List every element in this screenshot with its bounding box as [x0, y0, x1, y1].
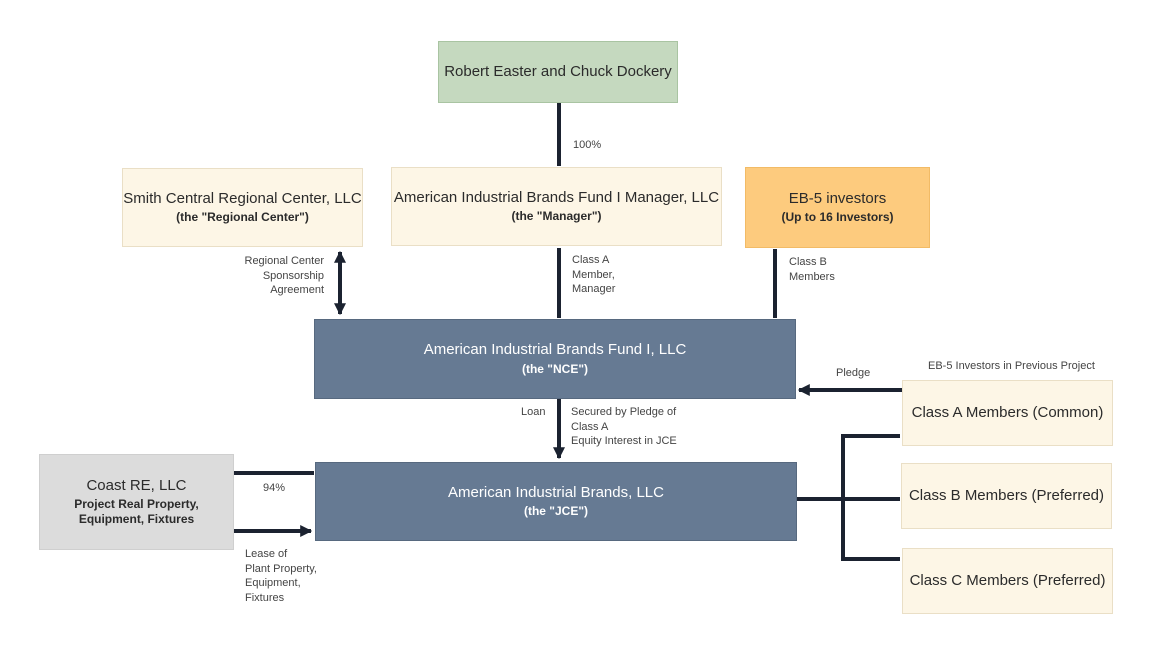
secured-by-line2: Class A — [571, 420, 609, 433]
class-a-member-line3: Manager — [572, 283, 616, 295]
class-b-members-line2: Members — [789, 270, 835, 283]
rc-agreement-line1: Regional Center — [244, 255, 325, 267]
class-c-box: Class C Members (Preferred) — [902, 548, 1113, 614]
jce-title: American Industrial Brands, LLC — [448, 483, 664, 501]
coast-box: Coast RE, LLC Project Real Property, Equ… — [39, 454, 234, 550]
lease-line1: Lease of — [245, 548, 288, 560]
jce-box: American Industrial Brands, LLC (the "JC… — [315, 462, 797, 541]
jce-subtitle: (the "JCE") — [523, 504, 589, 519]
rc-agreement-line2: Sponsorship — [262, 269, 324, 282]
regional-center-box: Smith Central Regional Center, LLC (the … — [122, 168, 363, 247]
eb5-investors-subtitle: (Up to 16 Investors) — [781, 210, 894, 225]
class-a-member-label: Class A Member, Manager — [572, 253, 615, 297]
manager-title: American Industrial Brands Fund I Manage… — [393, 188, 720, 206]
nce-box: American Industrial Brands Fund I, LLC (… — [314, 319, 796, 399]
secured-by-label: Secured by Pledge of Class A Equity Inte… — [571, 405, 677, 449]
loan-label: Loan — [521, 406, 546, 418]
class-a-member-line1: Class A — [572, 254, 610, 266]
coast-subtitle-line2: Equipment, Fixtures — [78, 512, 195, 527]
nce-title: American Industrial Brands Fund I, LLC — [423, 341, 687, 359]
class-a-box: Class A Members (Common) — [902, 380, 1113, 446]
manager-subtitle: (the "Manager") — [511, 209, 602, 224]
previous-project-heading: EB-5 Investors in Previous Project — [928, 360, 1095, 372]
pledge-label: Pledge — [836, 367, 871, 379]
owners-title: Robert Easter and Chuck Dockery — [444, 62, 672, 80]
owners-box: Robert Easter and Chuck Dockery — [438, 41, 678, 103]
class-b-members-line1: Class B — [789, 256, 827, 268]
class-b-label: Class B Members (Preferred) — [908, 486, 1105, 504]
class-b-box: Class B Members (Preferred) — [901, 463, 1112, 529]
ownership-100-label: 100% — [573, 139, 602, 151]
ownership-94-label: 94% — [263, 482, 286, 494]
class-c-label: Class C Members (Preferred) — [909, 571, 1106, 589]
class-a-label: Class A Members (Common) — [911, 403, 1104, 421]
eb5-investors-box: EB-5 investors (Up to 16 Investors) — [745, 167, 930, 248]
lease-line3: Equipment, — [245, 577, 301, 589]
regional-center-title: Smith Central Regional Center, LLC — [123, 189, 362, 207]
nce-subtitle: (the "NCE") — [521, 361, 589, 376]
coast-title: Coast RE, LLC — [86, 476, 187, 494]
regional-center-subtitle: (the "Regional Center") — [176, 210, 309, 225]
eb5-investors-title: EB-5 investors — [788, 189, 887, 207]
class-b-members-label: Class B Members — [789, 255, 835, 284]
rc-agreement-line3: Agreement — [270, 284, 324, 296]
lease-line2: Plant Property, — [245, 562, 317, 575]
manager-box: American Industrial Brands Fund I Manage… — [391, 167, 722, 246]
coast-subtitle-line1: Project Real Property, — [74, 497, 199, 512]
lease-label: Lease of Plant Property, Equipment, Fixt… — [245, 547, 317, 605]
lease-line4: Fixtures — [245, 591, 285, 604]
class-a-member-line2: Member, — [572, 268, 615, 281]
rc-agreement-label: Regional Center Sponsorship Agreement — [232, 254, 325, 298]
secured-by-line3: Equity Interest in JCE — [571, 435, 677, 447]
secured-by-line1: Secured by Pledge of — [571, 406, 677, 418]
